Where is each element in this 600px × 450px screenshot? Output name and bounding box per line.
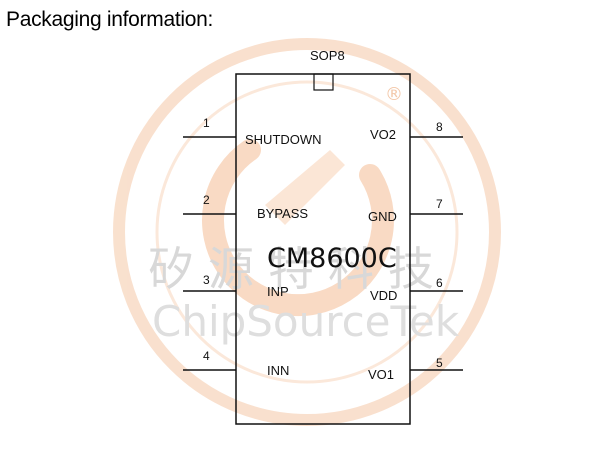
pin1-notch <box>313 73 334 91</box>
pin-label-inn: INN <box>267 363 289 378</box>
pin-label-bypass: BYPASS <box>257 206 308 221</box>
page-heading: Packaging information: <box>6 8 214 31</box>
pin-label-shutdown: SHUTDOWN <box>245 132 322 147</box>
pin-label-vo1: VO1 <box>368 367 394 382</box>
pin-number-8: 8 <box>436 120 443 134</box>
pin-number-5: 5 <box>436 356 443 370</box>
registered-mark: ® <box>385 84 403 105</box>
watermark-logo <box>113 38 501 426</box>
pin-label-gnd: GND <box>368 209 397 224</box>
pin-number-1: 1 <box>203 116 210 130</box>
pin-number-7: 7 <box>436 197 443 211</box>
pin-number-6: 6 <box>436 276 443 290</box>
part-name: CM8600C <box>267 243 397 274</box>
package-label: SOP8 <box>310 48 345 63</box>
pin-label-vdd: VDD <box>370 288 397 303</box>
pin-label-inp: INP <box>267 284 289 299</box>
watermark-chinese: 矽源特科技 <box>148 242 448 296</box>
pin-label-vo2: VO2 <box>370 127 396 142</box>
pin-number-2: 2 <box>203 193 210 207</box>
watermark-english: ChipSourceTek <box>152 297 460 346</box>
pin-number-4: 4 <box>203 349 210 363</box>
pin-number-3: 3 <box>203 273 210 287</box>
